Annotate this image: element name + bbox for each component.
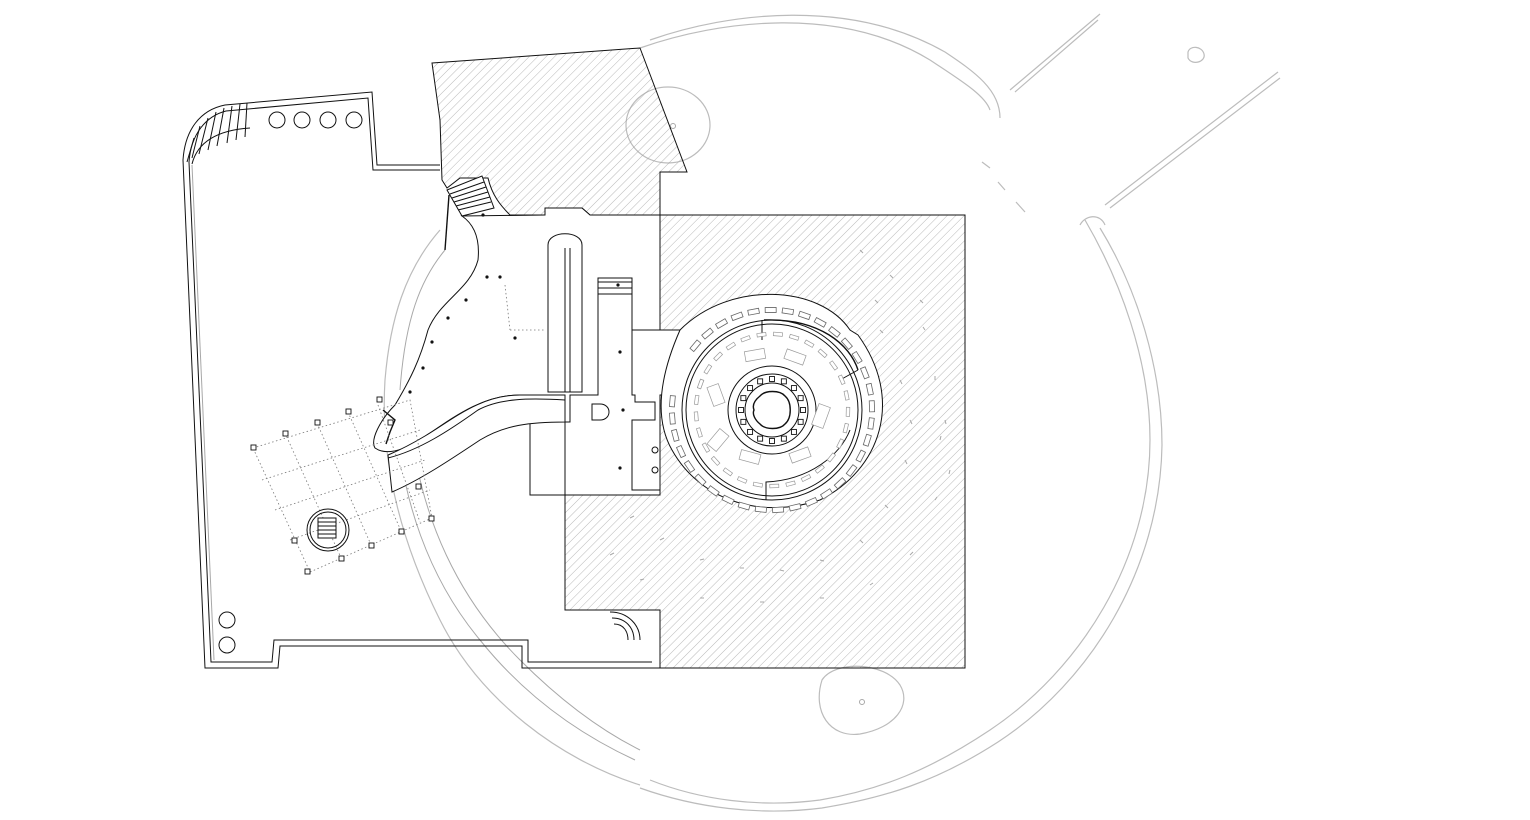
seat-block <box>693 394 700 406</box>
seat-block <box>701 327 714 340</box>
curved-ramp <box>382 394 566 493</box>
seat-block <box>675 444 687 459</box>
seat-block <box>730 311 744 322</box>
seat-block <box>689 339 702 353</box>
seat-block <box>859 366 870 380</box>
seat-block <box>754 505 768 513</box>
core-column <box>757 435 764 442</box>
seat-block <box>706 485 720 497</box>
seat-block <box>828 325 841 338</box>
core-column <box>790 428 797 435</box>
seat-block <box>756 331 767 338</box>
seat-block <box>670 428 680 442</box>
seat-block <box>668 412 676 425</box>
seat-block <box>764 307 777 313</box>
seat-block <box>840 337 853 351</box>
seat-block <box>843 390 850 401</box>
seat-block <box>826 452 837 463</box>
seat-block <box>819 488 834 500</box>
seat-block <box>683 459 696 473</box>
seat-block <box>842 422 850 434</box>
seat-block <box>862 433 872 447</box>
seat-block <box>868 400 876 413</box>
seat-block <box>800 473 812 483</box>
seat-block <box>694 473 707 487</box>
core-column <box>769 438 775 444</box>
core-column <box>797 395 804 402</box>
seat-block <box>737 501 751 511</box>
core-column <box>780 435 787 442</box>
rotunda-inner-seats <box>693 331 851 489</box>
seat-block <box>803 339 815 348</box>
seat-block <box>747 307 760 316</box>
seat-block <box>788 503 802 512</box>
seat-block <box>695 427 703 438</box>
seat-block <box>814 464 825 474</box>
seat-block <box>867 417 875 430</box>
seat-block <box>845 406 851 417</box>
seat-block <box>788 333 800 341</box>
core-column <box>757 378 764 385</box>
seat-block <box>836 438 845 449</box>
central-lobby <box>373 207 661 470</box>
circular-rotunda <box>660 293 883 514</box>
seat-block <box>865 382 874 396</box>
seat-block <box>813 316 827 328</box>
core-column <box>800 407 806 413</box>
core-column <box>790 385 797 392</box>
core-column <box>780 378 787 385</box>
seat-block <box>740 335 751 343</box>
seat-block <box>710 455 721 466</box>
rotated-canopy-grid <box>250 396 435 575</box>
seat-block <box>851 350 863 365</box>
core-column <box>797 418 804 425</box>
core-column <box>747 428 754 435</box>
north-hatched-wing <box>431 47 688 251</box>
seat-block <box>772 506 785 514</box>
seat-block <box>736 476 748 484</box>
seat-block <box>845 464 858 478</box>
core-column <box>769 376 775 382</box>
central-columned-core <box>738 376 806 444</box>
gazebo <box>306 508 350 552</box>
core-column <box>740 418 747 425</box>
seat-block <box>804 496 818 507</box>
seat-block <box>837 374 846 386</box>
seat-block <box>693 411 699 422</box>
seat-block <box>703 364 713 375</box>
seat-block <box>713 351 724 362</box>
seat-block <box>833 477 847 490</box>
core-column <box>747 385 754 392</box>
seat-block <box>722 467 734 477</box>
core-column <box>740 395 747 402</box>
seat-block <box>817 348 828 359</box>
seat-block <box>797 310 811 321</box>
seat-block <box>769 483 780 489</box>
core-column <box>738 407 744 413</box>
west-courtyard-wall <box>182 91 660 669</box>
seat-block <box>696 378 705 390</box>
seat-block <box>721 494 735 506</box>
seat-block <box>752 481 764 488</box>
seat-block <box>701 442 711 453</box>
seat-block <box>855 449 867 463</box>
seat-block <box>668 395 676 408</box>
seat-block <box>725 341 737 351</box>
seat-block <box>829 360 839 371</box>
seat-block <box>781 307 795 316</box>
seat-block <box>772 331 783 337</box>
seat-block <box>785 480 796 487</box>
seat-block <box>714 318 729 330</box>
rotunda-outer-seats <box>668 307 876 514</box>
